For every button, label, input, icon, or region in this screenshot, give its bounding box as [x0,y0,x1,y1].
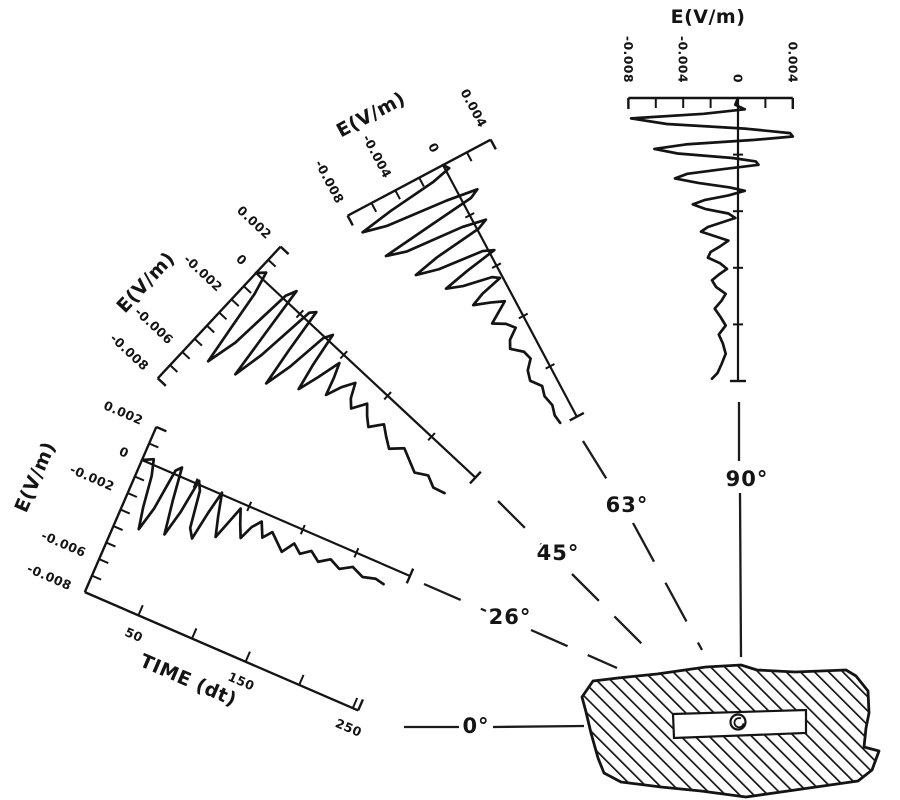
waveform-90deg [629,96,795,381]
amplitude-tick-label: -0.006 [132,304,177,347]
zero-line-tick [518,312,529,320]
amplitude-tick-label: -0.002 [68,461,117,493]
amplitude-axis-tick [465,151,473,162]
zero-line-endcap [469,470,482,485]
amplitude-axis-tick [148,442,159,449]
amplitude-tick-label: 0 [117,444,131,461]
amplitude-axis-tick [120,508,131,515]
angle-label-26deg: 26° [489,605,532,629]
amplitude-tick-label: -0.002 [181,251,226,294]
amplitude-axis-tick [230,298,240,307]
radial-63deg-dashed-line [631,522,704,651]
amplitude-axis-tick [267,259,277,268]
amplitude-tick-label: -0.008 [312,157,347,206]
amplitude-axis-tick [243,285,252,294]
plot-26deg-group: E(V/m) TIME (dt) 50 150 250 0.0020-0.002… [11,398,415,740]
zero-line-tick [383,391,392,401]
amplitude-tick-label: 0.004 [458,86,491,130]
radial-lines [404,402,743,729]
amplitude-axis-tick [346,215,354,226]
radial-26deg-dashed-line [530,628,618,670]
zero-line [141,458,411,577]
amplitude-axis-tick [98,558,109,565]
amplitude-axis-tick [105,541,116,548]
angle-label-45deg: 45° [537,541,580,565]
zero-line-tick [295,309,305,319]
amplitude-axis-tick [113,525,123,531]
time-axis-tick [137,604,144,616]
amplitude-axis-tick [418,177,425,187]
amplitude-tick-label: 0 [233,251,250,268]
amplitude-axis-title: E(V/m) [671,6,746,28]
time-tick-label: 50 [123,624,146,645]
amplitude-axis-tick [155,426,166,432]
amplitude-tick-label: 0 [731,74,746,83]
radial-0deg-line [492,724,585,729]
amplitude-axis-tick [91,574,102,581]
zero-line-tick [491,262,502,269]
zero-line-endcap [405,568,415,584]
zero-line-tick [353,547,360,558]
time-axis-title: TIME (dt) [137,650,240,711]
amplitude-tick-label: -0.004 [360,132,395,181]
waveform-45deg [206,271,446,495]
amplitude-axis-tick [218,311,228,321]
amplitude-axis-tick [279,245,289,255]
angle-label-90deg: 90° [726,467,769,491]
amplitude-axis-tick [394,189,401,200]
amplitude-tick-label: 0.002 [101,398,145,428]
amplitude-tick-label: -0.008 [621,36,636,83]
amplitude-axis-tick [489,139,497,149]
amplitude-axis-title: E(V/m) [11,438,61,515]
amplitude-tick-label: -0.004 [676,36,691,83]
zero-line [255,272,477,479]
amplitude-axis-tick [181,351,191,360]
amplitude-axis-tick [370,202,378,213]
angle-label-63deg: 63° [606,493,649,517]
amplitude-tick-label: -0.008 [107,330,152,373]
zero-line-tick [192,478,199,489]
amplitude-axis-tick [127,492,138,498]
amplitude-tick-label: 0 [425,140,443,155]
amplitude-axis [83,426,158,593]
amplitude-tick-label: -0.006 [39,528,88,560]
amplitude-axis-tick [134,475,145,482]
time-axis-tick [191,628,198,639]
amplitude-axis-tick [169,364,179,373]
slot-antenna-source [580,663,881,799]
zero-line-tick [545,363,555,370]
time-axis-tick [351,697,359,709]
radial-90deg-line [738,492,743,658]
waveform-26deg [137,457,385,586]
zero-line-tick [246,501,253,512]
amplitude-tick-label: 0.002 [234,203,275,242]
amplitude-axis-tick [157,377,166,386]
amplitude-axis-tick [193,338,203,347]
waveform-63deg [361,163,562,425]
time-axis [84,591,359,712]
zero-line [442,164,578,418]
time-axis-tick [298,674,305,686]
feed-point-icon [729,713,747,731]
zero-line-tick [339,350,348,360]
angle-label-0deg: 0° [462,714,489,738]
zero-line-tick [427,432,436,442]
radial-63deg-dashed-line [582,440,615,492]
radial-45deg-dashed-line [571,573,657,659]
amplitude-tick-label: -0.008 [25,561,74,593]
plot-90deg-group: E(V/m) 0.004 0 -0.004 -0.008 [621,6,800,383]
time-axis-bracket [357,698,365,711]
radial-26deg-dashed-line [423,582,487,613]
amplitude-tick-label: 0.004 [785,41,800,83]
time-tick-label: 250 [333,715,364,740]
radial-45deg-dashed-line [497,500,542,545]
zero-line-endcap [569,411,585,422]
zero-line-tick [299,524,306,535]
amplitude-axis-tick [206,324,215,334]
zero-line-tick [464,212,475,219]
time-axis-tick [244,651,251,663]
